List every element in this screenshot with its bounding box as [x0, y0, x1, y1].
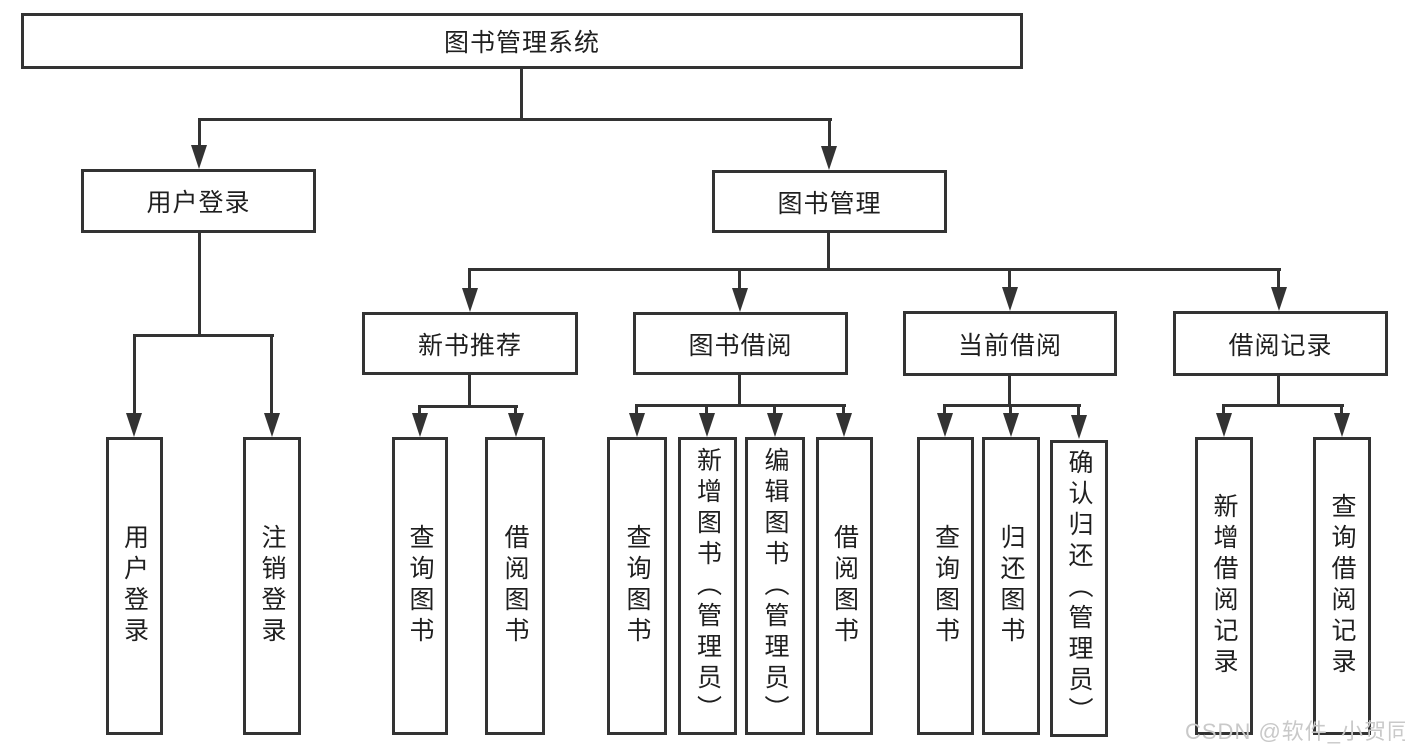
connector-line [198, 118, 201, 150]
arrowhead-down-icon [767, 413, 783, 437]
connector-line [468, 268, 1281, 271]
connector-line [198, 118, 832, 121]
leaf-add-books-admin: 新增图书（管理员） [678, 437, 737, 735]
connector-line [773, 404, 776, 416]
leaf-query-books-current: 查询图书 [917, 437, 974, 735]
node-label: 借阅图书 [501, 524, 529, 648]
node-user-login: 用户登录 [81, 169, 316, 233]
connector-line [514, 405, 517, 417]
leaf-query-borrow-record: 查询借阅记录 [1313, 437, 1371, 735]
leaf-query-books-borrow: 查询图书 [607, 437, 667, 735]
connector-line [1340, 404, 1343, 416]
arrowhead-down-icon [462, 288, 478, 312]
leaf-confirm-return-admin: 确认归还（管理员） [1050, 440, 1108, 737]
arrowhead-down-icon [821, 146, 837, 170]
node-borrow-record: 借阅记录 [1173, 311, 1388, 376]
node-label: 编辑图书（管理员） [761, 446, 789, 726]
arrowhead-down-icon [1271, 287, 1287, 311]
leaf-return-books: 归还图书 [982, 437, 1040, 735]
connector-line [133, 334, 136, 416]
connector-line [828, 118, 831, 150]
node-book-management: 图书管理 [712, 170, 947, 233]
node-label: 查询借阅记录 [1328, 493, 1356, 679]
connector-line [738, 375, 741, 407]
watermark-text: CSDN @软件_小贺同学 [1185, 719, 1405, 744]
connector-line [520, 69, 523, 120]
connector-line [418, 405, 421, 417]
connector-line [705, 404, 708, 416]
node-label: 查询图书 [623, 524, 651, 648]
node-label: 当前借阅 [957, 331, 1062, 360]
node-label: 确认归还（管理员） [1065, 449, 1093, 728]
node-label: 新增图书（管理员） [693, 446, 722, 726]
node-label: 用户登录 [120, 524, 149, 648]
connector-line [738, 268, 741, 292]
arrowhead-down-icon [1003, 413, 1019, 437]
node-label: 归还图书 [997, 524, 1025, 648]
arrowhead-down-icon [836, 413, 852, 437]
arrowhead-down-icon [191, 145, 207, 169]
connector-line [635, 404, 638, 416]
arrowhead-down-icon [1334, 413, 1350, 437]
leaf-logout: 注销登录 [243, 437, 301, 735]
connector-line [1077, 404, 1080, 416]
leaf-borrow-books-recommend: 借阅图书 [485, 437, 545, 735]
arrowhead-down-icon [1002, 287, 1018, 311]
leaf-borrow-books: 借阅图书 [816, 437, 873, 735]
node-label: 新增借阅记录 [1210, 493, 1238, 679]
connector-line [943, 404, 946, 416]
connector-line [1008, 268, 1011, 292]
arrowhead-down-icon [699, 413, 715, 437]
leaf-add-borrow-record: 新增借阅记录 [1195, 437, 1253, 735]
leaf-query-books-recommend: 查询图书 [392, 437, 448, 735]
node-label: 图书管理系统 [443, 29, 600, 57]
node-label: 借阅记录 [1228, 331, 1333, 360]
connector-line [468, 375, 471, 408]
connector-line [1277, 268, 1280, 292]
node-label: 借阅图书 [830, 524, 859, 648]
arrowhead-down-icon [937, 413, 953, 437]
leaf-user-login: 用户登录 [106, 437, 163, 735]
connector-line [418, 405, 518, 408]
node-label: 查询图书 [406, 524, 434, 648]
arrowhead-down-icon [412, 413, 428, 437]
node-label: 图书借阅 [688, 331, 793, 360]
connector-line [827, 233, 830, 271]
arrowhead-down-icon [1216, 413, 1232, 437]
connector-line [270, 334, 273, 416]
node-book-borrow: 图书借阅 [633, 312, 848, 375]
node-label: 注销登录 [258, 524, 286, 648]
connector-line [842, 404, 845, 416]
node-current-borrow: 当前借阅 [903, 311, 1117, 376]
connector-line [1008, 376, 1011, 407]
connector-line [133, 334, 274, 337]
node-label: 图书管理 [777, 189, 882, 218]
connector-line [1009, 404, 1012, 416]
node-library-management-system: 图书管理系统 [21, 13, 1023, 69]
connector-line [635, 404, 846, 407]
connector-line [1222, 404, 1344, 407]
connector-line [1222, 404, 1225, 416]
node-label: 用户登录 [146, 189, 251, 217]
arrowhead-down-icon [264, 413, 280, 437]
leaf-edit-books-admin: 编辑图书（管理员） [745, 437, 805, 735]
arrowhead-down-icon [732, 288, 748, 312]
node-label: 新书推荐 [417, 331, 522, 360]
connector-line [943, 404, 1081, 407]
arrowhead-down-icon [126, 413, 142, 437]
arrowhead-down-icon [508, 413, 524, 437]
arrowhead-down-icon [1071, 415, 1087, 439]
node-new-book-recommend: 新书推荐 [362, 312, 578, 375]
connector-line [198, 232, 201, 337]
arrowhead-down-icon [629, 413, 645, 437]
connector-line [1277, 376, 1280, 407]
connector-line [468, 268, 471, 292]
node-label: 查询图书 [931, 524, 960, 648]
